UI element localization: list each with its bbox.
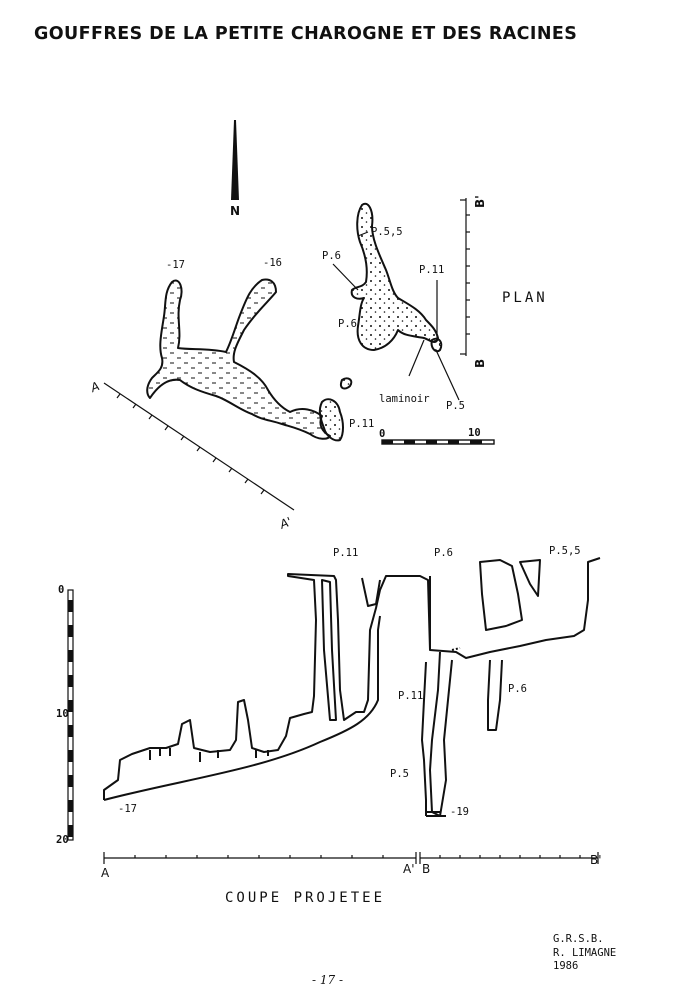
section-axis-bb	[419, 852, 599, 864]
section-axis-a-label: A	[101, 866, 110, 880]
plan-pit-label-p55: P.5,5	[371, 226, 403, 238]
plan-scale-bar	[381, 439, 495, 445]
plan-cave-right	[350, 202, 443, 353]
section-depth-label-17: -17	[118, 803, 137, 815]
north-arrow-icon	[231, 120, 239, 200]
section-line-aa	[103, 382, 295, 511]
section-line-bb	[460, 198, 470, 356]
plan-scale-end: 10	[468, 427, 481, 439]
depth-scale-tick-0: 0	[58, 584, 65, 596]
plan-depth-label-16: -16	[263, 257, 282, 269]
section-axis-a-prime-label: A'	[403, 862, 415, 876]
plan-section-b-label: B	[473, 358, 487, 368]
plan-depth-label-17: -17	[166, 259, 185, 271]
page-title: GOUFFRES DE LA PETITE CHAROGNE ET DES RA…	[34, 24, 578, 44]
plan-leader-lines	[332, 231, 460, 401]
plan-pit-label-p5: P.5	[446, 400, 465, 412]
section-cave-left	[103, 573, 431, 801]
section-pit-label-p11-lower: P.11	[398, 690, 424, 702]
plan-cave-left	[146, 278, 353, 442]
credit-line-club: G.R.S.B.	[553, 933, 604, 945]
plan-label: PLAN	[502, 290, 548, 306]
depth-scale-bar	[67, 589, 74, 841]
section-depth-label-19: -19	[450, 806, 469, 818]
north-label: N	[230, 204, 241, 218]
section-axis-b-label: B	[422, 862, 431, 876]
section-pit-label-p55: P.5,5	[549, 545, 581, 557]
credit-line-year: 1986	[553, 960, 579, 972]
depth-scale-tick-20: 20	[56, 834, 69, 846]
plan-pit-label-p11-right: P.11	[419, 264, 445, 276]
credit-line-author: R. LIMAGNE	[553, 946, 617, 959]
section-pit-label-p6-top: P.6	[434, 547, 453, 559]
section-pit-label-p6-lower: P.6	[508, 683, 527, 695]
section-axis-aa	[103, 852, 417, 864]
plan-pit-label-p11-left: P.11	[349, 418, 375, 430]
depth-scale-tick-10: 10	[56, 708, 69, 720]
plan-laminoir-label: laminoir	[379, 393, 430, 405]
section-cave-right	[421, 557, 601, 817]
plan-section-b-prime-label: B'	[473, 195, 487, 208]
section-pit-label-p11-top: P.11	[333, 547, 359, 559]
plan-pit-label-p6-mid: P.6	[338, 318, 357, 330]
section-pit-label-p5: P.5	[390, 768, 409, 780]
section-axis-b-prime-label: B'	[590, 853, 602, 867]
section-label: COUPE PROJETEE	[225, 890, 386, 906]
plan-scale-start: 0	[379, 428, 386, 440]
credits-block: G.R.S.B. R. LIMAGNE 1986	[553, 933, 616, 974]
page-number: - 17 -	[312, 973, 344, 987]
plan-pit-label-p6-top: P.6	[322, 250, 341, 262]
